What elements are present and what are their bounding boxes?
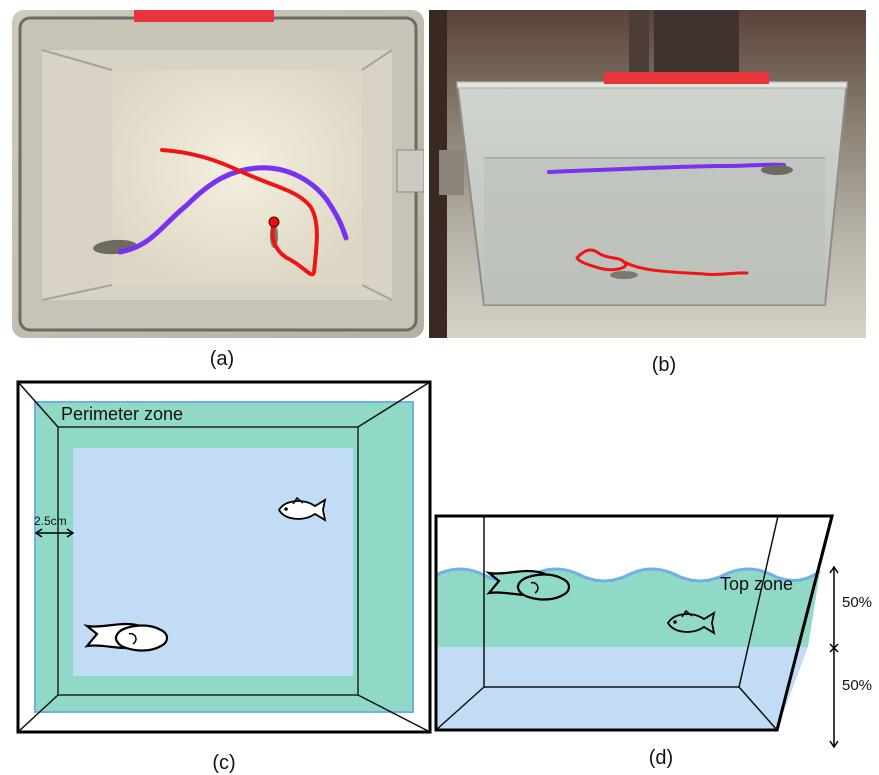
lid-label	[604, 72, 769, 84]
panel-c-diagram: Perimeter zone 2.5cm	[15, 380, 433, 735]
panel-b-photo	[429, 10, 866, 338]
lower-percent-label: 50%	[842, 677, 872, 694]
fish-pair-icon	[83, 622, 169, 652]
caption-c: (c)	[212, 752, 236, 774]
fish-icon	[277, 496, 327, 522]
upper-percent-label: 50%	[842, 594, 872, 611]
top-view-tank-photo	[12, 10, 424, 338]
purple-track	[117, 165, 349, 255]
lid-label	[134, 10, 274, 22]
double-arrow-icon	[34, 528, 75, 538]
panel-d-diagram: Top zone 50% 50%	[432, 505, 872, 755]
fish-pair-icon	[485, 569, 571, 601]
double-arrow-icon	[829, 565, 839, 749]
caption-a: (a)	[209, 348, 235, 370]
panel-a-photo	[12, 10, 424, 338]
red-track	[160, 148, 319, 277]
red-track	[575, 248, 749, 277]
caption-b: (b)	[651, 354, 677, 376]
side-view-tank-photo	[429, 10, 866, 338]
perimeter-zone-label: Perimeter zone	[61, 404, 183, 424]
tank-floor-outline	[57, 426, 359, 696]
caption-d: (d)	[648, 747, 674, 769]
purple-track	[547, 162, 786, 174]
fish-icon	[666, 609, 716, 635]
width-label: 2.5cm	[34, 514, 67, 528]
bottom-zone	[436, 647, 808, 730]
top-zone-label: Top zone	[720, 574, 793, 594]
